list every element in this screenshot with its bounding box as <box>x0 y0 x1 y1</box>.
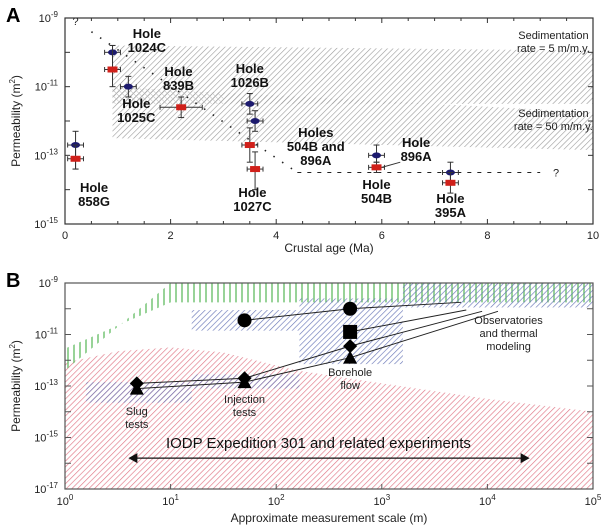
y-tick-label: 10-15 <box>34 216 58 231</box>
axes-frame <box>64 17 594 225</box>
blue-data-point <box>119 75 137 98</box>
blue-marker <box>245 100 255 107</box>
connector-line <box>136 310 483 384</box>
data-points <box>67 44 459 194</box>
blue-marker <box>372 152 382 159</box>
diamond-marker <box>343 339 358 354</box>
red-data-point <box>104 44 121 88</box>
band-overlap <box>112 86 224 104</box>
data-points <box>129 301 358 395</box>
triangle-marker <box>237 375 252 389</box>
x-tick-label: 100 <box>57 493 74 508</box>
x-tick-label: 6 <box>379 230 385 242</box>
red-data-point <box>442 172 459 194</box>
arrow-head-right <box>520 453 530 464</box>
blue-data-point <box>241 93 259 115</box>
iodp-label: IODP Expedition 301 and related experime… <box>166 435 471 452</box>
x-tick-label: 8 <box>484 230 490 242</box>
tick-labels: 0 2 4 6 8 10 10-9 10-11 10-13 10-15 <box>34 10 599 242</box>
x-axis-title: Crustal age (Ma) <box>284 241 373 255</box>
axes-frame <box>64 282 594 490</box>
red-data-point <box>241 127 259 163</box>
y-axis-title: Permeability (m2) <box>8 340 23 432</box>
y-tick-label: 10-11 <box>35 79 59 94</box>
tick-labels: 100 101 102 103 104 105 10-9 10-11 10-13 10-15 10-… <box>34 275 602 508</box>
circle-marker <box>237 313 252 328</box>
leader-line <box>381 161 401 168</box>
red-marker <box>70 155 81 162</box>
red-data-point <box>246 151 264 191</box>
blue-marker <box>123 83 133 90</box>
y-tick-label: 10-15 <box>34 430 58 445</box>
sedimentation-bands <box>112 45 594 151</box>
red-data-point <box>67 144 84 170</box>
x-axis-title: Approximate measurement scale (m) <box>231 511 428 525</box>
panel-b-letter: B <box>6 270 20 292</box>
red-marker <box>107 66 118 73</box>
y-tick-label: 10-9 <box>39 10 59 25</box>
x-tick-label: 103 <box>373 493 390 508</box>
arrow-head-left <box>128 453 138 464</box>
question-mark: ? <box>72 16 78 28</box>
circle-marker <box>343 301 358 316</box>
x-tick-label: 4 <box>273 230 279 242</box>
x-tick-label: 10 <box>587 230 599 242</box>
y-tick-label: 10-9 <box>39 275 59 290</box>
x-tick-label: 101 <box>162 493 179 508</box>
x-tick-label: 2 <box>168 230 174 242</box>
blue-data-point <box>368 144 385 163</box>
red-marker <box>176 104 187 111</box>
panel-a-letter: A <box>6 5 20 27</box>
triangle-marker <box>129 381 144 395</box>
x-tick-label: 105 <box>585 493 602 508</box>
y-tick-label: 10-13 <box>34 378 58 393</box>
band-2 <box>112 86 594 151</box>
red-marker <box>371 164 382 171</box>
trend-line: ?? <box>72 16 559 180</box>
square-marker <box>343 324 358 339</box>
connector-line <box>350 309 467 333</box>
x-tick-label: 104 <box>479 493 496 508</box>
band-1 <box>112 45 594 104</box>
red-marker <box>250 166 261 173</box>
triangle-marker <box>343 350 358 364</box>
blue-data-point <box>246 110 264 132</box>
red-marker <box>244 142 255 149</box>
connector-line <box>136 310 499 390</box>
x-tick-label: 0 <box>62 230 68 242</box>
question-mark: ? <box>553 168 559 180</box>
y-axis-title: Permeability (m2) <box>8 75 23 167</box>
y-tick-label: 10-17 <box>34 481 58 496</box>
regions <box>65 283 593 489</box>
red-marker <box>445 179 456 186</box>
red-data-point <box>159 96 203 119</box>
y-tick-label: 10-13 <box>34 147 58 162</box>
blue-marker <box>250 118 260 124</box>
y-tick-label: 10-11 <box>35 327 59 342</box>
x-tick-label: 102 <box>268 493 285 508</box>
